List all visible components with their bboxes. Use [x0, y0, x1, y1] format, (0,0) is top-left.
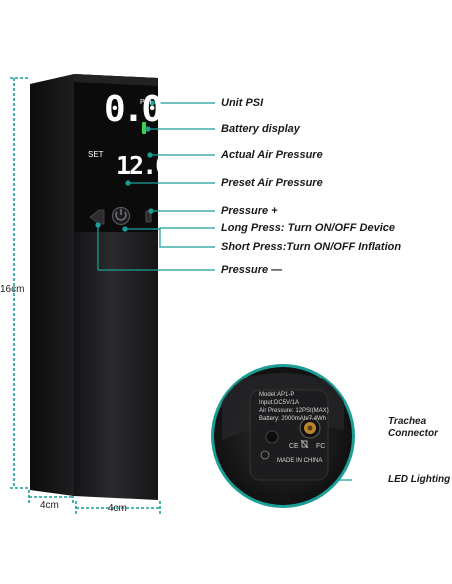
trachea-connector — [299, 417, 321, 439]
screen-panel — [74, 74, 158, 232]
svg-text:CE: CE — [289, 443, 299, 450]
label-air-pressure: Air Pressure: 12PSI(MAX) — [259, 408, 329, 414]
callout-leaders — [95, 100, 352, 481]
callout-pressure-minus: Pressure — — [221, 264, 283, 276]
callout-pressure-plus: Pressure + — [221, 205, 278, 217]
power-button[interactable] — [111, 206, 131, 226]
unit-label: PSI — [140, 99, 152, 106]
callout-trachea-line1: Trachea — [388, 416, 427, 427]
led-light — [265, 430, 279, 444]
label-input: Input:DC5V/1A — [259, 400, 300, 406]
height-dimension-line — [10, 77, 30, 489]
set-label: SET — [88, 150, 104, 159]
certification-marks: CE FC — [289, 439, 325, 450]
depth-dimension-label: 4cm — [40, 500, 59, 511]
label-model: Model:AP1-P — [259, 392, 295, 398]
callout-actual-air-pressure: Actual Air Pressure — [221, 149, 323, 161]
callout-led-lighting: LED Lighting — [388, 474, 451, 485]
preset-pressure-reading: 12.0 — [116, 151, 170, 180]
svg-text:FC: FC — [316, 443, 325, 450]
height-dimension-label: 16cm — [0, 284, 25, 295]
actual-pressure-reading: 0.0 — [104, 89, 163, 130]
label-battery: Battery: 2000mAh/7.4Wh — [259, 416, 327, 422]
callout-trachea-line2: Connector — [388, 428, 438, 439]
recycle-icon — [260, 450, 270, 460]
label-made-in: MADE IN CHINA — [277, 458, 323, 464]
width-dimension-label: 4cm — [108, 503, 127, 514]
callout-battery-display: Battery display — [221, 123, 300, 135]
callout-short-press: Short Press:Turn ON/OFF Inflation — [221, 241, 402, 253]
width-dimension-line — [75, 501, 161, 514]
callout-preset-air-pressure: Preset Air Pressure — [221, 177, 323, 189]
battery-indicator — [142, 122, 146, 134]
device-side-face — [30, 74, 74, 496]
callout-long-press: Long Press: Turn ON/OFF Device — [221, 222, 395, 234]
callout-unit-psi: Unit PSI — [221, 97, 264, 109]
